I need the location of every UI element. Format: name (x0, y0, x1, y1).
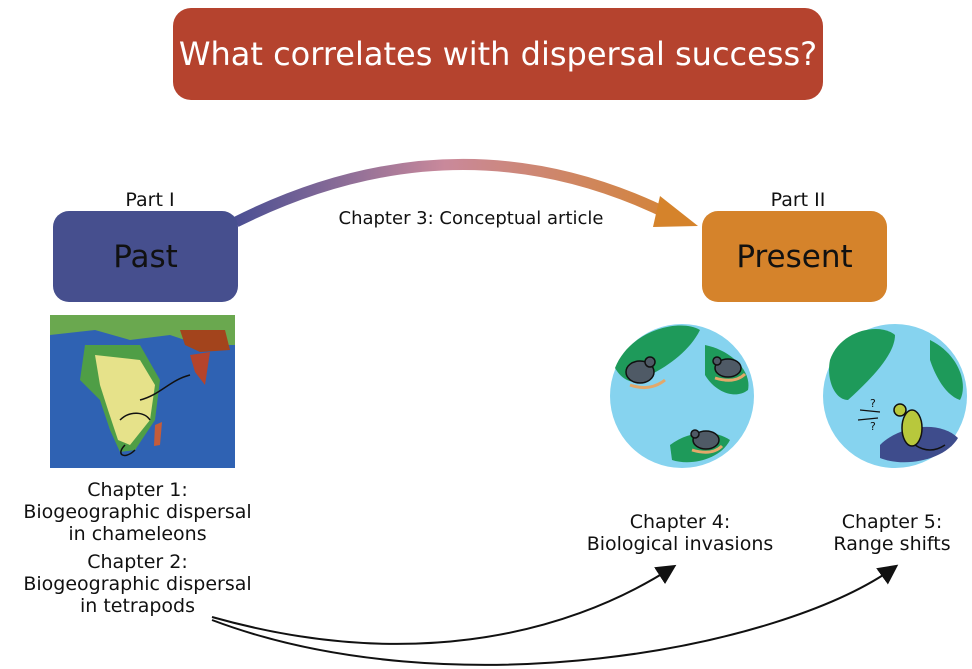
chapter2-line2: Biogeographic dispersal (23, 573, 252, 595)
chapter4-caption: Chapter 4: Biological invasions (570, 511, 790, 555)
chapter1-line1: Chapter 1: (87, 479, 188, 501)
question-mark-2: ? (870, 420, 876, 433)
iguana-icon (893, 403, 946, 451)
past-box: Past (53, 211, 238, 302)
part-i-label: Part I (125, 189, 175, 211)
question-mark-1: ? (870, 397, 876, 410)
globe-with-rats (610, 324, 754, 468)
chapter1-line3: in chameleons (68, 523, 207, 545)
chapter5-line1: Chapter 5: (841, 511, 943, 533)
title-box: What correlates with dispersal success? (173, 8, 823, 100)
globe-with-iguana (823, 324, 967, 468)
title-text: What correlates with dispersal success? (178, 35, 818, 73)
chapter1-line2: Biogeographic dispersal (23, 501, 252, 523)
past-label: Past (113, 238, 178, 275)
chapter2-line3: in tetrapods (79, 595, 196, 617)
chapter3-label: Chapter 3: Conceptual article (338, 208, 604, 229)
chapter3-arrow (233, 159, 675, 227)
chapter2-caption: Chapter 2: Biogeographic dispersal in te… (5, 551, 270, 617)
africa-map (50, 315, 235, 468)
chapter4-line2: Biological invasions (586, 533, 774, 555)
arrow-to-chapter4 (211, 564, 677, 645)
chapter4-line1: Chapter 4: (629, 511, 731, 533)
chapter5-caption: Chapter 5: Range shifts (812, 511, 972, 555)
part-ii-label: Part II (770, 189, 826, 211)
present-label: Present (736, 238, 853, 275)
arrow-to-chapter5 (211, 564, 899, 666)
chapter1-caption: Chapter 1: Biogeographic dispersal in ch… (5, 479, 270, 545)
chapter2-line1: Chapter 2: (87, 551, 188, 573)
rat-icon (625, 356, 742, 450)
present-box: Present (702, 211, 887, 302)
chapter3-arrowhead (653, 196, 698, 227)
chapter5-line2: Range shifts (833, 533, 951, 555)
